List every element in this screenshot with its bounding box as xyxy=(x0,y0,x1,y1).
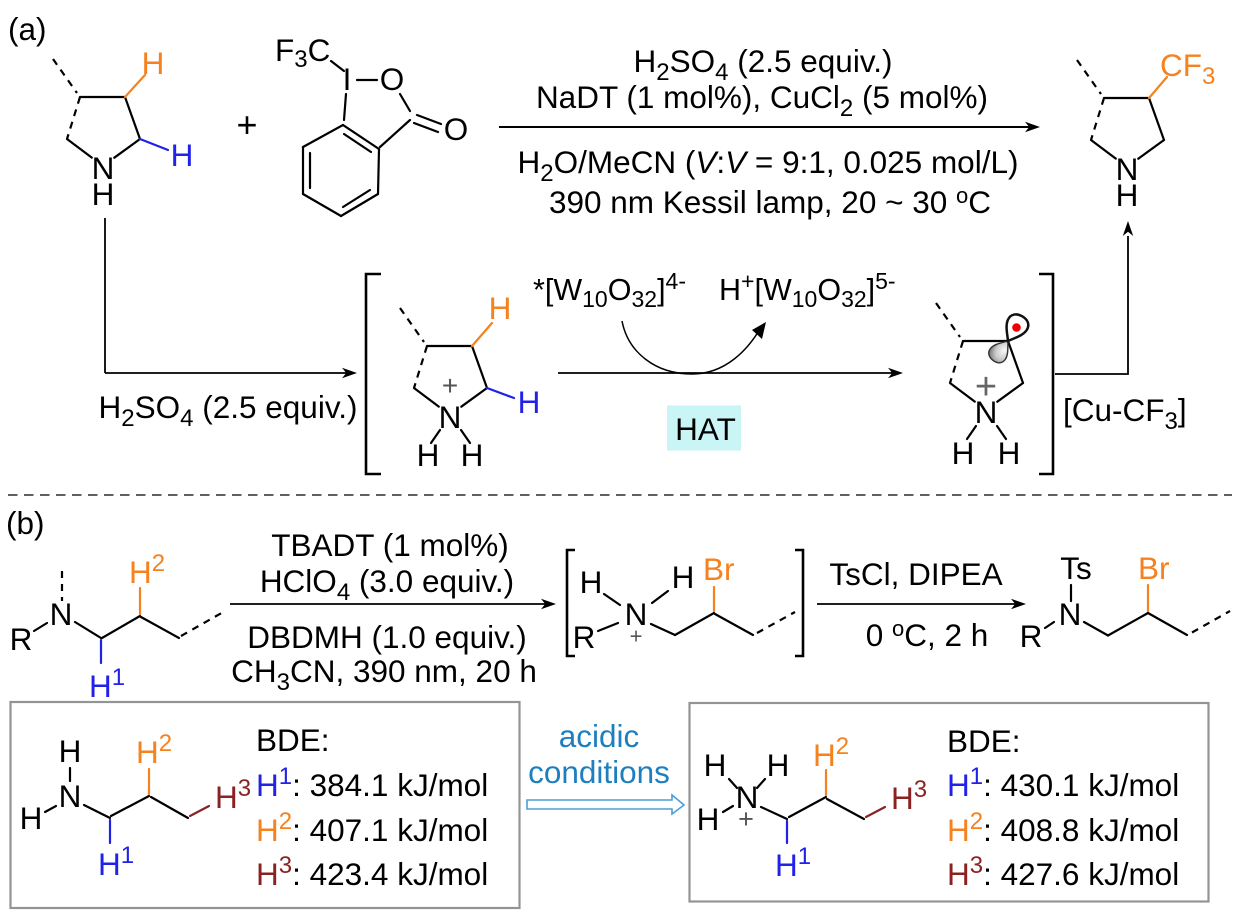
svg-text:H: H xyxy=(518,384,541,420)
svg-text:H: H xyxy=(998,435,1021,471)
svg-text:*[W10O32]4-: *[W10O32]4- xyxy=(533,268,686,312)
svg-text:H: H xyxy=(672,559,695,595)
svg-text:Br: Br xyxy=(1138,550,1170,586)
svg-text:H: H xyxy=(461,437,484,473)
svg-text:+: + xyxy=(442,370,458,401)
svg-text:N: N xyxy=(625,596,648,632)
svg-text:DBDMH (1.0 equiv.): DBDMH (1.0 equiv.) xyxy=(247,619,527,655)
svg-text:+: + xyxy=(630,624,643,649)
svg-text:H1: H1 xyxy=(89,664,125,704)
svg-text:Br: Br xyxy=(703,551,735,587)
svg-text:R: R xyxy=(10,621,33,657)
svg-text:[Cu-CF3]: [Cu-CF3] xyxy=(1063,392,1187,435)
svg-text:N: N xyxy=(1116,151,1139,187)
svg-text:H1: H1 xyxy=(775,843,811,883)
svg-text:H2SO4 (2.5 equiv.): H2SO4 (2.5 equiv.) xyxy=(634,43,893,86)
svg-text:N: N xyxy=(975,394,998,430)
svg-text:conditions: conditions xyxy=(528,754,670,790)
svg-text:R: R xyxy=(573,619,596,655)
svg-text:N: N xyxy=(59,778,82,814)
svg-text:H1: 430.1 kJ/mol: H1: 430.1 kJ/mol xyxy=(947,763,1179,803)
svg-text:H2SO4 (2.5 equiv.): H2SO4 (2.5 equiv.) xyxy=(99,389,358,432)
svg-text:acidic: acidic xyxy=(559,718,640,754)
svg-text:H: H xyxy=(142,45,165,81)
svg-text:BDE:: BDE: xyxy=(947,723,1021,759)
svg-text:H: H xyxy=(417,437,440,473)
svg-text:H: H xyxy=(489,290,512,326)
svg-text:390 nm Kessil lamp, 20 ~ 30 oC: 390 nm Kessil lamp, 20 ~ 30 oC xyxy=(549,183,991,220)
svg-text:TBADT (1 mol%): TBADT (1 mol%) xyxy=(271,527,508,563)
svg-text:H: H xyxy=(767,747,790,783)
svg-text:TsCl, DIPEA: TsCl, DIPEA xyxy=(829,556,1002,592)
svg-text:BDE:: BDE: xyxy=(256,722,330,758)
svg-text:H2: H2 xyxy=(129,550,165,590)
svg-text:+: + xyxy=(236,104,257,145)
svg-text:NaDT (1 mol%), CuCl2 (5 mol%): NaDT (1 mol%), CuCl2 (5 mol%) xyxy=(536,79,988,122)
svg-text:H3: H3 xyxy=(891,776,927,816)
svg-text:+: + xyxy=(738,804,754,834)
svg-text:H: H xyxy=(20,800,43,836)
svg-text:(a): (a) xyxy=(8,11,47,47)
svg-text:H: H xyxy=(171,137,194,173)
svg-text:H2: H2 xyxy=(813,733,849,773)
svg-text:Ts: Ts xyxy=(1060,550,1092,586)
svg-text:H2: H2 xyxy=(136,730,172,770)
svg-text:HClO4 (3.0 equiv.): HClO4 (3.0 equiv.) xyxy=(260,563,514,606)
svg-text:H: H xyxy=(580,564,603,600)
svg-text:H: H xyxy=(697,801,720,837)
svg-text:N: N xyxy=(736,779,759,815)
svg-text:N: N xyxy=(1059,596,1082,632)
svg-text:F3C: F3C xyxy=(275,32,330,73)
svg-text:H+[W10O32]5-: H+[W10O32]5- xyxy=(719,268,896,312)
svg-text:H3: 423.4 kJ/mol: H3: 423.4 kJ/mol xyxy=(256,852,488,892)
svg-text:N: N xyxy=(439,399,462,435)
svg-text:H: H xyxy=(704,747,727,783)
svg-text:H2: 407.1 kJ/mol: H2: 407.1 kJ/mol xyxy=(256,808,488,848)
svg-text:H: H xyxy=(952,435,975,471)
svg-text:H1: 384.1 kJ/mol: H1: 384.1 kJ/mol xyxy=(256,763,488,803)
svg-text:HAT: HAT xyxy=(675,411,736,447)
svg-text:O: O xyxy=(444,111,469,147)
svg-text:CF3: CF3 xyxy=(1160,47,1215,90)
svg-text:R: R xyxy=(1020,618,1043,654)
svg-text:H2: 408.8 kJ/mol: H2: 408.8 kJ/mol xyxy=(947,808,1179,848)
svg-text:CH3CN, 390 nm, 20 h: CH3CN, 390 nm, 20 h xyxy=(231,653,537,696)
svg-text:N: N xyxy=(50,596,73,632)
svg-text:H3: 427.6 kJ/mol: H3: 427.6 kJ/mol xyxy=(947,852,1179,892)
svg-text:H: H xyxy=(1116,177,1139,213)
svg-text:0 oC, 2 h: 0 oC, 2 h xyxy=(866,616,989,653)
svg-text:I: I xyxy=(343,61,352,97)
svg-text:+: + xyxy=(975,366,997,408)
svg-text:H2O/MeCN (V:V = 9:1, 0.025 mol: H2O/MeCN (V:V = 9:1, 0.025 mol/L) xyxy=(518,144,1019,187)
svg-text:O: O xyxy=(380,61,405,97)
svg-text:H3: H3 xyxy=(215,775,251,815)
svg-text:(b): (b) xyxy=(6,505,45,541)
svg-text:H: H xyxy=(92,176,115,212)
svg-text:H: H xyxy=(59,733,82,769)
svg-text:N: N xyxy=(92,150,115,186)
svg-text:H1: H1 xyxy=(98,842,134,882)
